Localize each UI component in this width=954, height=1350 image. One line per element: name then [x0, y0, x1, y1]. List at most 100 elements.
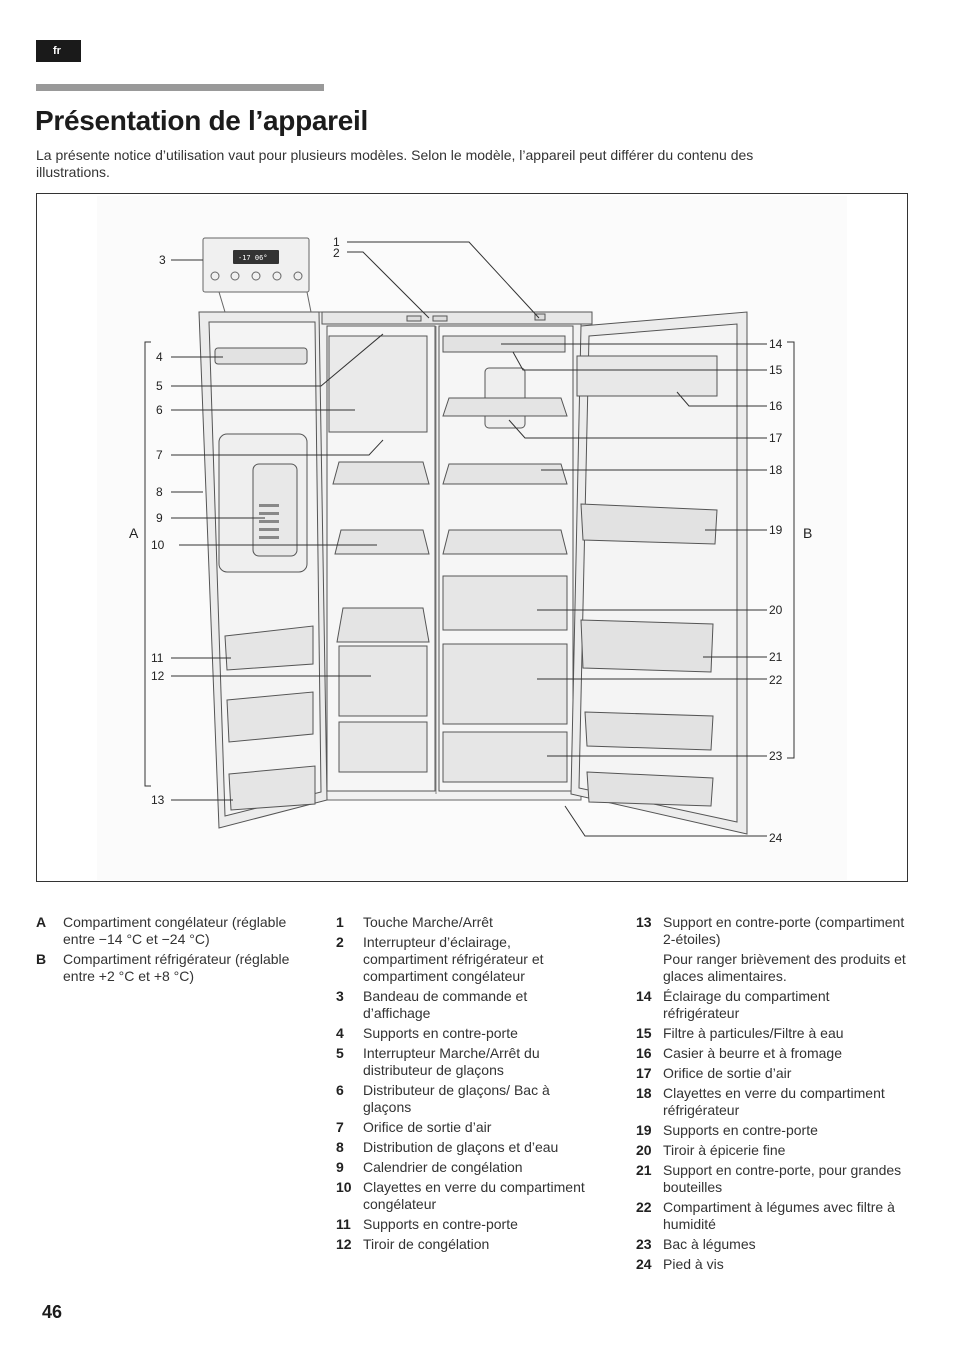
freezer-door-bin-11 — [224, 625, 314, 671]
display-screen — [233, 250, 279, 264]
fridge-door-bin-19 — [580, 503, 718, 545]
butter-cheese-compartment — [576, 355, 718, 397]
callout-11: 11 — [151, 651, 164, 665]
legend-key: 23 — [636, 1236, 652, 1252]
brackets — [144, 341, 795, 787]
callout-9: 9 — [156, 511, 163, 525]
legend-text: Touche Marche/Arrêt — [363, 914, 493, 930]
legend-column-3: 13 Support en contre-porte (compartiment … — [636, 914, 906, 1276]
intro-paragraph: La présente notice d’utilisation vaut po… — [36, 147, 754, 180]
callout-14: 14 — [769, 337, 783, 351]
legend-text: Orifice de sortie d’air — [663, 1065, 792, 1081]
fridge-door-bin-21 — [580, 619, 714, 673]
legend-text: Compartiment congélateur (réglable entre… — [63, 914, 287, 947]
legend-key: 19 — [636, 1122, 652, 1138]
legend-text: Éclairage du compartiment réfrigérateur — [663, 988, 830, 1021]
callout-15: 15 — [769, 363, 783, 377]
legend-key: 12 — [336, 1236, 352, 1252]
legend-key: 7 — [336, 1119, 344, 1135]
fridge-shelf-1 — [442, 397, 568, 417]
legend-text: Interrupteur Marche/Arrêt du distributeu… — [363, 1045, 540, 1078]
legend-key: 8 — [336, 1139, 344, 1155]
legend-text: Compartiment à légumes avec filtre à hum… — [663, 1199, 895, 1232]
legend-text-main: Support en contre-porte (compartiment 2-… — [663, 914, 905, 947]
fridge-shelf-2 — [442, 463, 568, 485]
freezer-interior — [328, 335, 430, 773]
freezer-drawer-1 — [338, 645, 428, 717]
legend-key: 11 — [336, 1216, 351, 1232]
legend-item-17: 17 Orifice de sortie d’air — [636, 1065, 906, 1082]
legend-key: 17 — [636, 1065, 652, 1081]
legend-text-sub: Pour ranger brièvement des produits et g… — [663, 951, 906, 984]
legend-item-21: 21 Support en contre-porte, pour grandes … — [636, 1162, 906, 1196]
legend-key: 13 — [636, 914, 652, 930]
legend-key: 3 — [336, 988, 344, 1004]
callout-5: 5 — [156, 379, 163, 393]
callout-23: 23 — [769, 749, 783, 763]
legend-text: Casier à beurre et à fromage — [663, 1045, 842, 1061]
control-panel — [202, 237, 310, 293]
callout-24: 24 — [769, 831, 783, 845]
callout-20: 20 — [769, 603, 783, 617]
callout-7: 7 — [156, 448, 163, 462]
bracket-b — [787, 341, 795, 759]
legend-text: Support en contre-porte, pour grandes bo… — [663, 1162, 902, 1195]
appliance-figure: -17 06° A B — [36, 193, 908, 882]
legend-text: Clayettes en verre du compartiment réfri… — [663, 1085, 885, 1118]
legend-key: 4 — [336, 1025, 344, 1041]
legend-key: 16 — [636, 1045, 652, 1061]
legend-item-16: 16 Casier à beurre et à fromage — [636, 1045, 906, 1062]
vegetable-bin — [442, 731, 568, 783]
legend-text: Calendrier de congélation — [363, 1159, 523, 1175]
callout-13: 13 — [151, 793, 165, 807]
fridge-interior — [442, 335, 568, 783]
legend-text: Pied à vis — [663, 1256, 724, 1272]
legend-text: Compartiment réfrigérateur (réglable ent… — [63, 951, 290, 984]
legend-text: Bandeau de commande et d’affichage — [363, 988, 528, 1021]
leader-lines — [171, 241, 767, 837]
freezer-door-bin-13 — [228, 765, 316, 811]
callout-22: 22 — [769, 673, 783, 687]
legend-key: A — [36, 914, 47, 930]
legend-text: Supports en contre-porte — [363, 1025, 518, 1041]
callout-4: 4 — [156, 350, 163, 364]
legend-key: 21 — [636, 1162, 652, 1178]
legend-text: Tiroir de congélation — [363, 1236, 490, 1252]
fridge-door-bin-23 — [584, 711, 714, 751]
callout-21: 21 — [769, 650, 783, 664]
language-tag: fr — [36, 40, 81, 62]
callout-6: 6 — [156, 403, 163, 417]
legend-item-a: A Compartiment congélateur (réglable entr… — [36, 914, 306, 948]
legend-key: 6 — [336, 1082, 344, 1098]
freezer-shelf-1 — [332, 461, 430, 485]
freezer-door — [198, 311, 328, 829]
freezer-shelf-3 — [336, 607, 430, 643]
ice-maker — [328, 335, 428, 433]
page-title: Présentation de l’appareil — [35, 105, 368, 136]
legend-key: 9 — [336, 1159, 344, 1175]
legend-text: Filtre à particules/Filtre à eau — [663, 1025, 844, 1041]
legend-text: Support en contre-porte (compartiment 2-… — [663, 914, 906, 985]
fridge-diagram: -17 06° A B — [97, 196, 847, 880]
legend-column-1: A Compartiment congélateur (réglable entr… — [36, 914, 306, 988]
callout-numbers: 1 2 3 4 5 6 7 8 9 10 11 12 13 14 15 16 1… — [151, 235, 783, 845]
legend-key: 24 — [636, 1256, 652, 1272]
legend-item-9: 9 Calendrier de congélation — [336, 1159, 598, 1176]
legend-item-5: 5 Interrupteur Marche/Arrêt du distribute… — [336, 1045, 598, 1079]
legend-key: 5 — [336, 1045, 344, 1061]
legend-item-4: 4 Supports en contre-porte — [336, 1025, 598, 1042]
crisper-drawer — [442, 643, 568, 725]
fridge-shelf-3 — [442, 529, 568, 555]
